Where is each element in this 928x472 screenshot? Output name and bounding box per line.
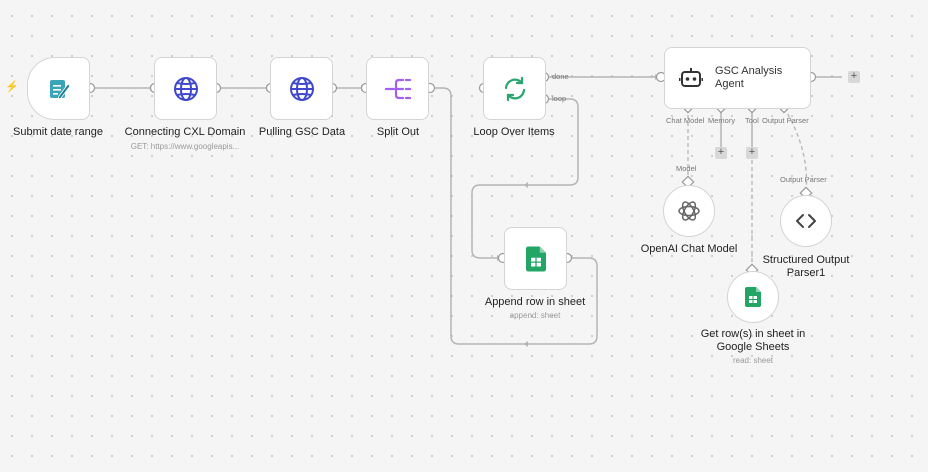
- google-sheets-icon: [525, 246, 546, 271]
- arrowhead: [524, 341, 528, 347]
- node-label: Connecting CXL Domain: [124, 126, 246, 138]
- node-label: Append row in sheet: [484, 296, 586, 308]
- add-node-button[interactable]: +: [848, 71, 860, 83]
- node-label: Loop Over Items: [473, 126, 555, 138]
- done-port-label: done: [552, 72, 569, 81]
- robot-icon: [679, 68, 703, 87]
- add-tool-button[interactable]: +: [746, 147, 758, 159]
- node-structured-output-parser[interactable]: [780, 195, 832, 247]
- output-parser-input-label: Output Parser: [780, 175, 827, 184]
- node-get-rows-in-sheet[interactable]: [727, 271, 779, 323]
- node-openai-chat-model[interactable]: [663, 185, 715, 237]
- google-sheets-icon: [745, 287, 761, 307]
- node-label: Submit date range: [13, 126, 103, 138]
- node-subtitle: read: sheet: [732, 356, 774, 365]
- node-append-row-in-sheet[interactable]: [504, 227, 567, 290]
- edge-parser-structured: [783, 107, 808, 194]
- node-label: Get row(s) in sheet in Google Sheets: [700, 328, 806, 353]
- globe-icon: [173, 76, 198, 101]
- trigger-bolt-icon: ⚡: [5, 81, 19, 93]
- model-port-label: Model: [676, 164, 697, 173]
- node-label: Pulling GSC Data: [258, 126, 346, 138]
- tool-port-label: Tool: [745, 116, 759, 125]
- split-out-icon: [384, 78, 411, 99]
- globe-icon: [289, 76, 314, 101]
- memory-port-label: Memory: [708, 116, 736, 125]
- code-brackets-icon: [796, 214, 816, 228]
- loop-icon: [504, 76, 525, 101]
- openai-icon: [678, 201, 700, 221]
- loop-port-label: loop: [552, 94, 567, 103]
- node-connecting-cxl-domain[interactable]: [154, 57, 217, 120]
- node-subtitle: GET: https://www.googleapis...: [130, 142, 240, 151]
- form-icon: [49, 79, 71, 100]
- node-pulling-gsc-data[interactable]: [270, 57, 333, 120]
- node-subtitle: append: sheet: [509, 311, 561, 320]
- output-parser-port-label: Output Parser: [762, 116, 809, 125]
- arrowhead: [524, 182, 528, 188]
- node-split-out[interactable]: [366, 57, 429, 120]
- model-input-port: [681, 175, 695, 189]
- node-label: Structured Output Parser1: [762, 254, 850, 279]
- node-gsc-analysis-agent[interactable]: GSC Analysis Agent: [664, 47, 811, 109]
- node-submit-date-range[interactable]: [27, 57, 90, 120]
- agent-title: GSC Analysis Agent: [715, 65, 783, 90]
- node-loop-over-items[interactable]: [483, 57, 546, 120]
- add-memory-button[interactable]: +: [715, 147, 727, 159]
- chat-model-port-label: Chat Model: [666, 116, 705, 125]
- node-label: Split Out: [376, 126, 420, 138]
- node-label: OpenAI Chat Model: [640, 243, 738, 255]
